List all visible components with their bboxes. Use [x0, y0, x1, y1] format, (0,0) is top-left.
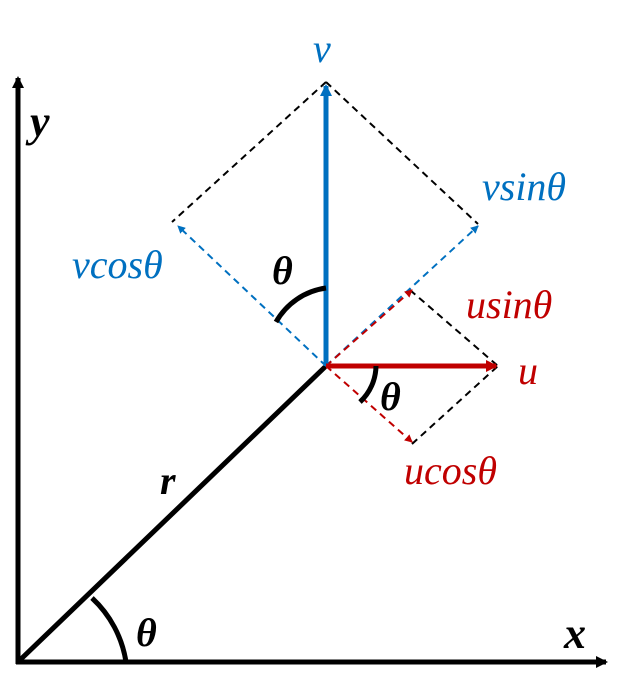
u-label: u [518, 348, 538, 393]
r-label: r [160, 458, 176, 503]
vsin-component [325, 225, 479, 367]
theta-u-label: θ [380, 374, 401, 419]
y-axis-label: y [25, 97, 50, 146]
dashed-construction-lines [171, 81, 499, 445]
x-axis-label: x [563, 609, 586, 658]
usin-label: usinθ [466, 282, 552, 327]
vsin-label: vsinθ [482, 164, 566, 209]
theta-v-label: θ [272, 248, 293, 293]
vcos-label: vcosθ [72, 242, 163, 287]
theta-origin-label: θ [136, 610, 157, 655]
v-label: v [313, 26, 331, 71]
origin-angle-arc [90, 596, 129, 663]
radius-line [18, 364, 328, 662]
u-angle-arc [358, 365, 379, 404]
v-angle-arc [273, 285, 327, 324]
usin-component [325, 289, 413, 367]
vcos-component [177, 225, 327, 367]
ucos-label: ucosθ [404, 448, 497, 493]
